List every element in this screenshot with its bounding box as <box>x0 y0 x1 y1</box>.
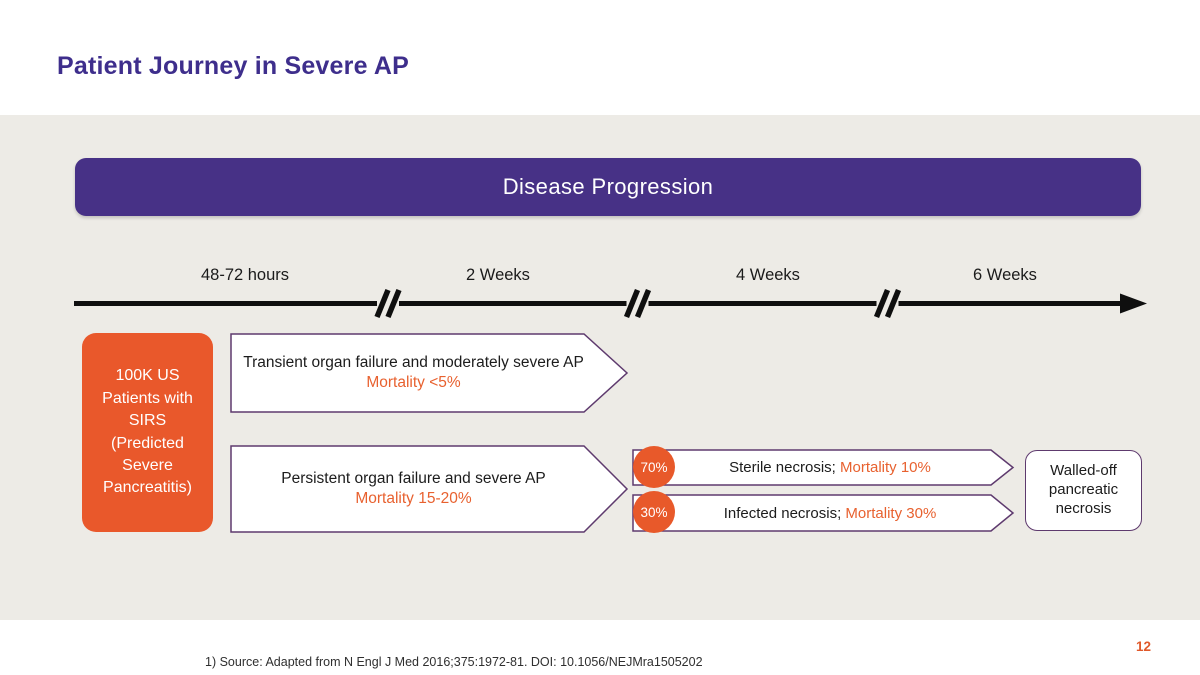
timeline-label-2-weeks: 2 Weeks <box>466 266 530 284</box>
persistent-arrow-shape <box>230 445 629 533</box>
timeline-label-6-weeks: 6 Weeks <box>973 266 1037 284</box>
infected-percentage: 30% <box>640 504 668 520</box>
timeline-arrowhead-icon <box>1120 293 1147 314</box>
outcome-box-text: Walled-off pancreatic necrosis <box>1048 462 1119 517</box>
page-title: Patient Journey in Severe AP <box>57 52 410 80</box>
timeline-break-icon <box>374 288 902 319</box>
transient-mortality: Mortality <5% <box>366 374 461 391</box>
infected-arrow-shape <box>632 494 1015 532</box>
banner-label: Disease Progression <box>502 174 714 199</box>
infected-percentage-badge: 30% <box>633 491 675 533</box>
sterile-percentage-badge: 70% <box>633 446 675 488</box>
timeline-label-48-72-hours: 48-72 hours <box>200 266 290 284</box>
page-number: 12 <box>1136 639 1152 654</box>
persistent-arrow-text: Persistent organ failure and severe AP M… <box>231 446 596 532</box>
infected-label: Infected necrosis; <box>723 504 842 522</box>
sterile-percentage: 70% <box>640 459 668 475</box>
patients-box-text: 100K US Patients with SIRS (Predicted Se… <box>102 367 193 497</box>
timeline-label-4-weeks: 4 Weeks <box>736 266 800 284</box>
transient-line1: Transient organ failure and moderately s… <box>243 353 584 371</box>
sterile-arrow-text: Sterile necrosis; Mortality 10% <box>680 450 980 485</box>
sterile-mortality: Mortality 10% <box>835 459 931 476</box>
disease-progression-banner: Disease Progression <box>75 158 1141 216</box>
sterile-arrow-shape <box>632 449 1015 486</box>
infected-arrow-text: Infected necrosis; Mortality 30% <box>680 495 980 531</box>
walled-off-necrosis-box: Walled-off pancreatic necrosis <box>1025 450 1142 531</box>
source-footnote: 1) Source: Adapted from N Engl J Med 201… <box>205 655 703 669</box>
patients-box: 100K US Patients with SIRS (Predicted Se… <box>82 333 213 532</box>
persistent-line1: Persistent organ failure and severe AP <box>281 469 546 487</box>
persistent-mortality: Mortality 15-20% <box>355 490 472 507</box>
infected-mortality: Mortality 30% <box>841 504 937 522</box>
transient-arrow-shape <box>230 333 629 413</box>
transient-arrow-text: Transient organ failure and moderately s… <box>231 334 596 412</box>
sterile-label: Sterile necrosis; <box>729 459 836 476</box>
